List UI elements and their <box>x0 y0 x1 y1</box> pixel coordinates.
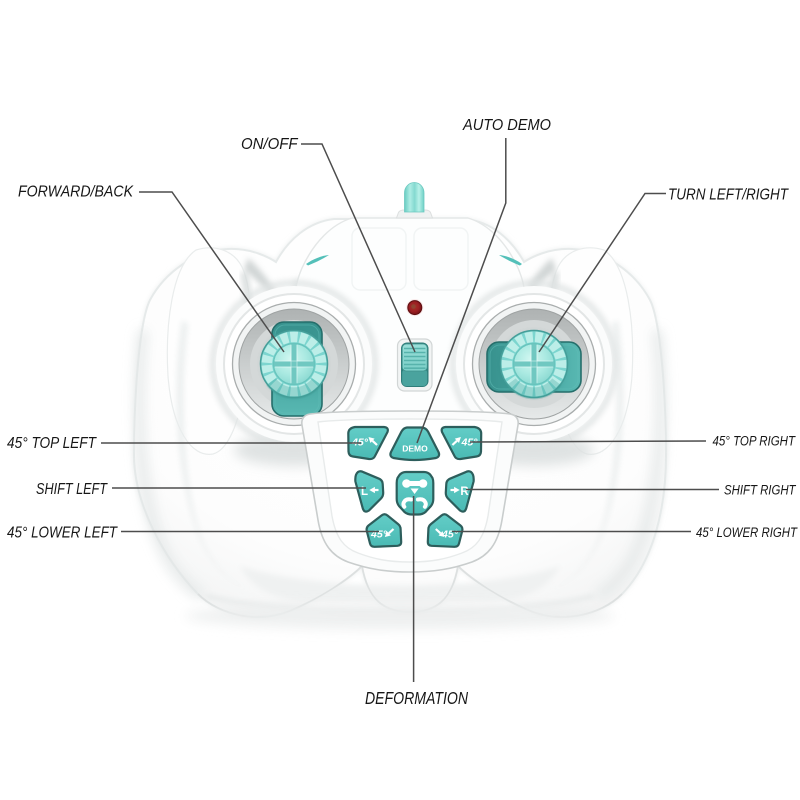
svg-text:SHIFT RIGHT: SHIFT RIGHT <box>724 483 797 498</box>
svg-text:45°: 45° <box>441 529 459 541</box>
svg-text:45° TOP LEFT: 45° TOP LEFT <box>7 435 97 452</box>
svg-text:DEMO: DEMO <box>402 444 428 454</box>
svg-text:R: R <box>460 486 469 498</box>
svg-text:FORWARD/BACK: FORWARD/BACK <box>18 184 134 201</box>
svg-text:SHIFT LEFT: SHIFT LEFT <box>36 481 108 498</box>
svg-text:DEFORMATION: DEFORMATION <box>365 688 468 708</box>
svg-text:45° TOP RIGHT: 45° TOP RIGHT <box>713 434 797 449</box>
svg-text:TURN LEFT/RIGHT: TURN LEFT/RIGHT <box>668 187 789 204</box>
svg-text:L: L <box>361 486 368 498</box>
svg-text:45° LOWER RIGHT: 45° LOWER RIGHT <box>696 525 798 540</box>
svg-text:45°: 45° <box>461 437 479 449</box>
svg-text:45° LOWER LEFT: 45° LOWER LEFT <box>7 525 118 542</box>
svg-text:AUTO DEMO: AUTO DEMO <box>462 117 551 134</box>
svg-text:ON/OFF: ON/OFF <box>241 136 299 153</box>
svg-text:45°: 45° <box>370 529 388 541</box>
